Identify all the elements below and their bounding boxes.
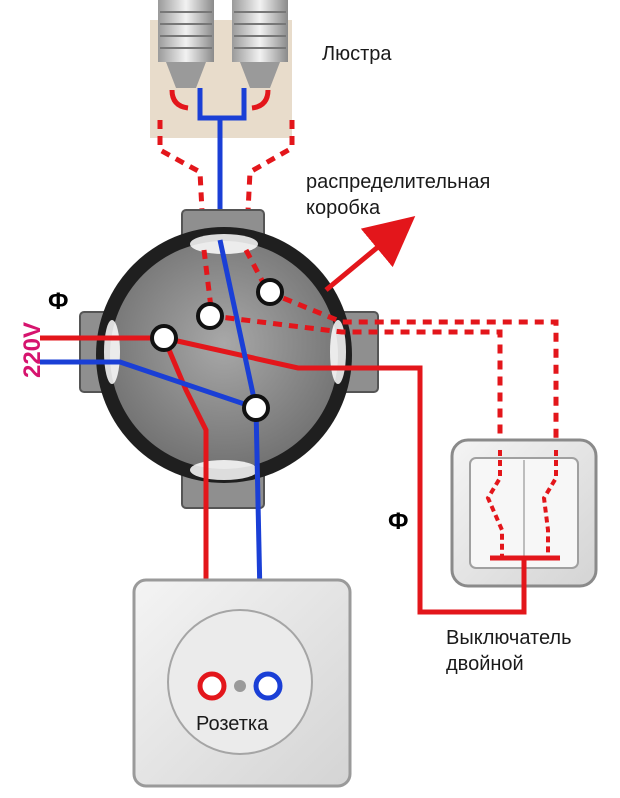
label-switch-line2: двойной xyxy=(446,653,524,675)
junction-box xyxy=(79,209,379,509)
socket xyxy=(132,578,352,788)
chandelier xyxy=(150,0,292,138)
box-wiring xyxy=(40,239,559,691)
label-socket: Розетка xyxy=(196,713,269,735)
socket-phase-wire xyxy=(161,337,209,690)
switched-line-1 xyxy=(201,249,503,450)
socket-hole-phase xyxy=(197,671,227,701)
lamp-socket-left xyxy=(158,0,214,88)
junction-box-pointer-arrow xyxy=(324,216,416,292)
label-phase-right: Ф xyxy=(388,508,409,535)
lamp-socket-right xyxy=(232,0,288,88)
label-phase-left: Ф xyxy=(48,288,69,315)
label-voltage: 220V xyxy=(19,321,46,379)
terminal-phase xyxy=(150,324,178,352)
label-switch-line1: Выключатель xyxy=(446,627,572,649)
switch-contact-2 xyxy=(541,450,558,556)
box-interior xyxy=(110,241,338,469)
socket-hole-neutral xyxy=(253,671,283,701)
label-chandelier: Люстра xyxy=(322,43,392,65)
label-junction-box-line2: коробка xyxy=(306,197,381,219)
terminal-switched-1 xyxy=(196,302,224,330)
terminal-neutral xyxy=(242,394,270,422)
terminal-switched-2 xyxy=(256,278,284,306)
double-switch xyxy=(450,438,598,612)
socket-center-screw xyxy=(234,680,246,692)
label-junction-box-line1: распределительная xyxy=(306,171,491,193)
incoming-neutral-wire xyxy=(40,359,257,411)
switch-contact-1 xyxy=(485,450,504,556)
